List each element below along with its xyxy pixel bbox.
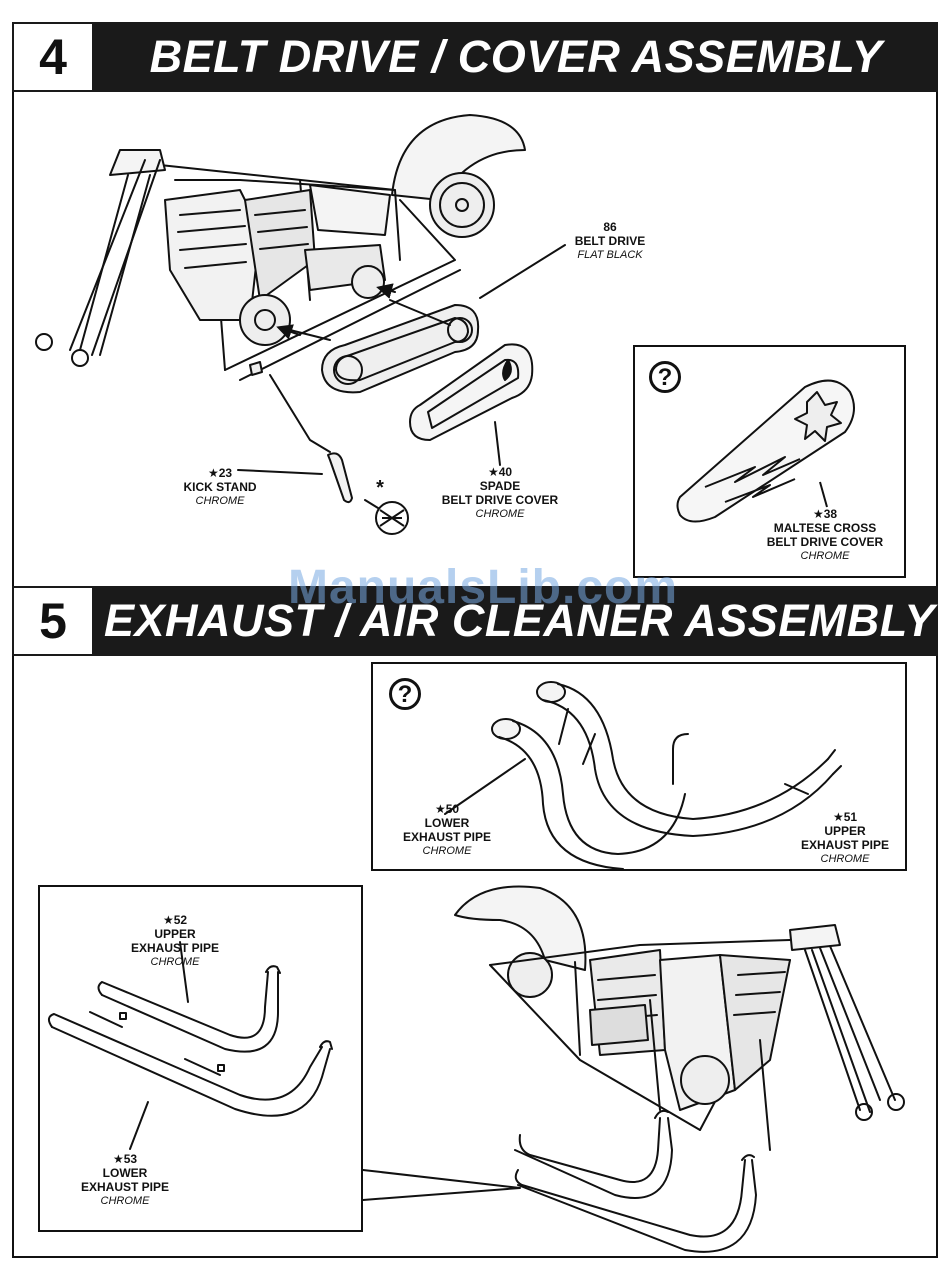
maltese-cross-cover-illustration	[676, 379, 855, 523]
label-belt-drive: 86 BELT DRIVE FLAT BLACK	[574, 220, 646, 261]
glue-marker: *	[376, 477, 384, 499]
step-5-banner: 5 EXHAUST / AIR CLEANER ASSEMBLY	[12, 586, 938, 656]
step-5-title: EXHAUST / AIR CLEANER ASSEMBLY	[104, 595, 935, 646]
step-4-banner: 4 BELT DRIVE / COVER ASSEMBLY	[12, 22, 938, 92]
maltese-cross-option-box: ? ★38 MALTESE CROSS BELT DRIVE COVER CHR…	[633, 345, 906, 578]
step-4-title: BELT DRIVE / COVER ASSEMBLY	[149, 31, 883, 82]
label-upper-pipe-51: ★51 UPPER EXHAUST PIPE CHROME	[800, 810, 890, 865]
step-4-number: 4	[14, 24, 92, 90]
label-upper-pipe-52: ★52 UPPER EXHAUST PIPE CHROME	[130, 913, 220, 968]
label-maltese-cover: ★38 MALTESE CROSS BELT DRIVE COVER CHROM…	[766, 507, 884, 562]
belt-drive-illustration	[35, 114, 566, 535]
optional-exhaust-box: ? ★50 LOWER EXHAUST PIPE CHROME ★51 UPPE…	[371, 662, 907, 871]
label-lower-pipe-53: ★53 LOWER EXHAUST PIPE CHROME	[80, 1152, 170, 1207]
optional-exhaust-illustration	[444, 681, 842, 870]
exhaust-detail-box: ★52 UPPER EXHAUST PIPE CHROME ★53 LOWER …	[38, 885, 363, 1232]
glue-symbol-icon	[375, 501, 409, 535]
exhaust-detail-illustration	[48, 941, 333, 1150]
question-mark-icon: ?	[389, 678, 421, 710]
step-5-number: 5	[14, 588, 92, 654]
label-kick-stand: ★23 KICK STAND CHROME	[183, 466, 257, 507]
label-spade-cover: ★40 SPADE BELT DRIVE COVER CHROME	[441, 465, 559, 520]
label-lower-pipe-50: ★50 LOWER EXHAUST PIPE CHROME	[402, 802, 492, 857]
question-mark-icon: ?	[649, 361, 681, 393]
